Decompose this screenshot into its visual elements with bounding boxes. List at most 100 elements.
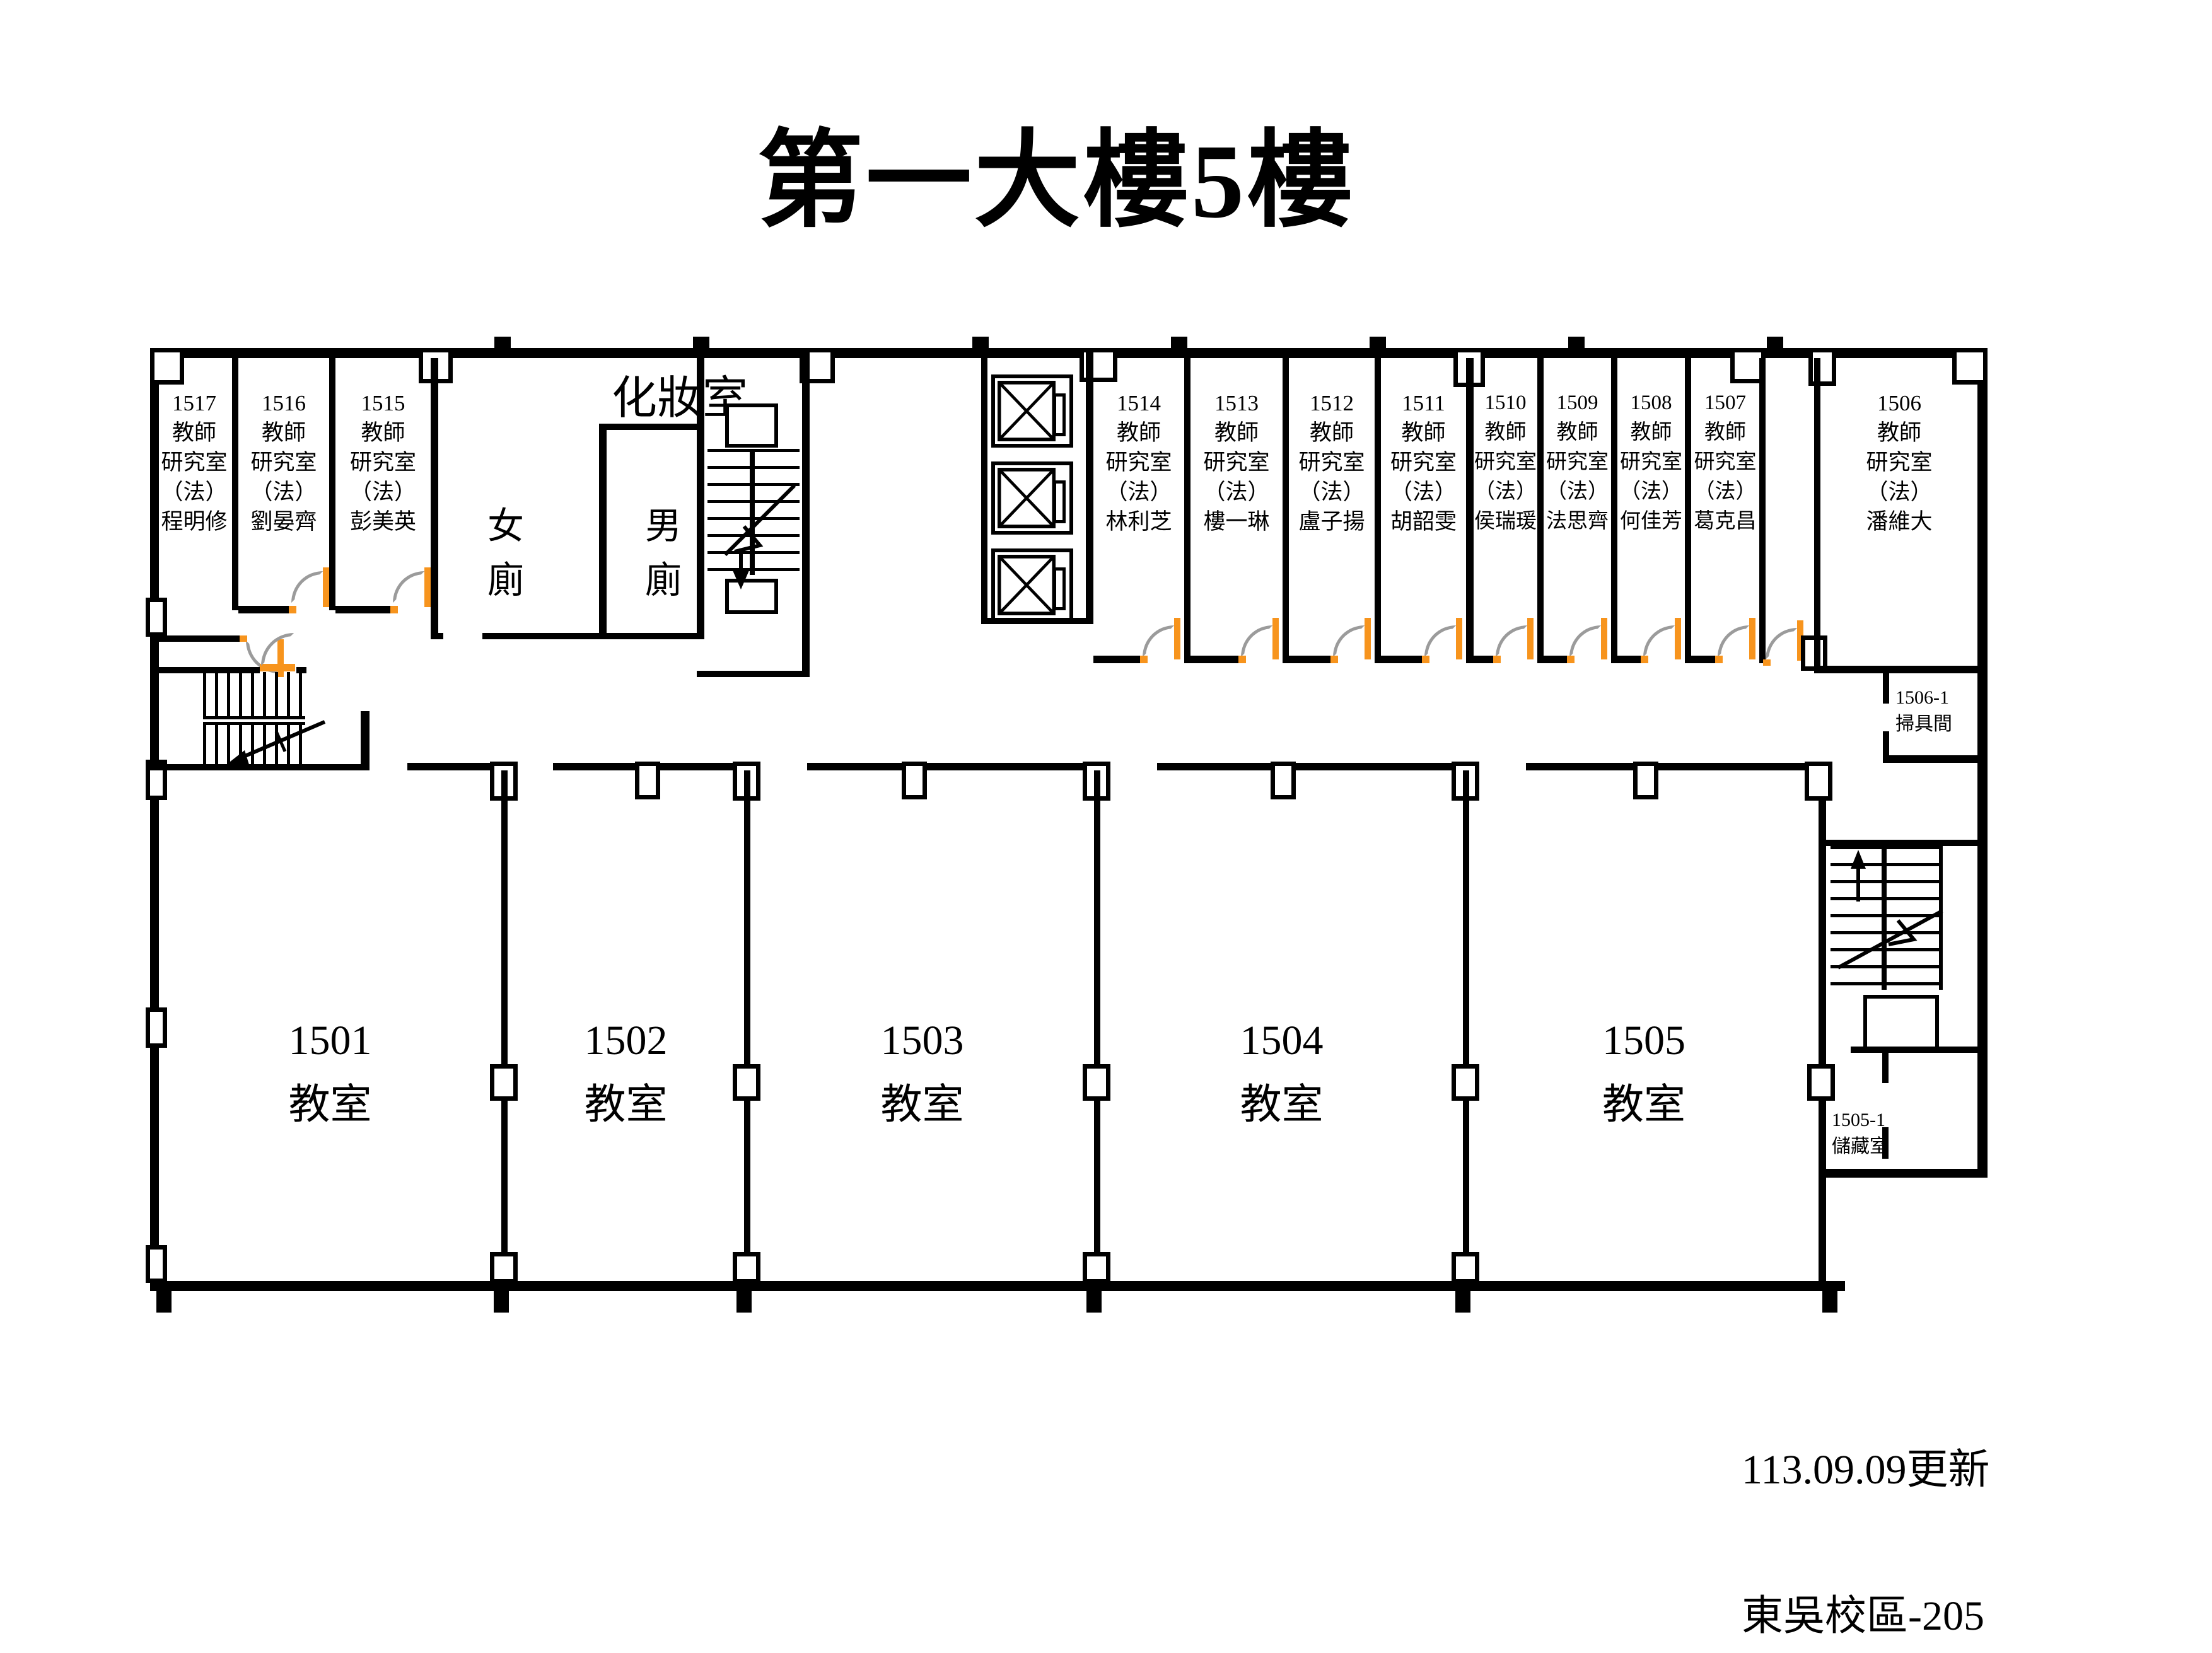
column [733,1064,760,1101]
column [1452,1064,1479,1101]
door-leaf [260,664,295,671]
broom-room-label: 1506-1 掃具間 [1895,687,1952,734]
campus-note: 東吳校區-205 [1742,1593,1984,1639]
wall [150,1281,1845,1291]
elevator-icon [991,461,1073,535]
wall [407,763,490,770]
wall [1381,656,1424,663]
wall [607,424,697,430]
wall [1691,656,1718,663]
wall [1544,656,1569,663]
column [733,1252,760,1284]
stair-treads [203,725,305,764]
wall [150,348,159,1291]
column [1083,1064,1110,1101]
wall [501,770,508,1281]
column [1822,1291,1837,1313]
page-title: 第一大樓5樓 [757,123,1355,240]
wall [150,635,246,642]
door-swing-arc [393,571,424,603]
update-note: 113.09.09更新 東吳校區-205 [1742,1360,1990,1653]
stair-direction-arrow-icon [1837,850,1943,970]
wall [981,358,987,623]
wall [1526,763,1633,770]
makeup-room-label: 化妝室 [611,373,748,424]
wall [1617,656,1643,663]
wall [697,671,810,677]
wall [1658,763,1810,770]
wall [807,763,902,770]
door-jamb [289,606,296,613]
office-1513-label: 1513 教師 研究室 （法） 樓一琳 [1203,391,1270,534]
female-toilet-label: 女 廁 [487,506,524,601]
wall [431,633,443,639]
elevator-icon [991,548,1073,622]
column [146,1007,167,1048]
wall [431,358,438,639]
column [494,337,511,349]
wall [1819,770,1826,1291]
wall [927,763,1083,770]
column [494,1291,509,1313]
door-jamb [1422,656,1429,663]
stair-divider [1939,846,1943,990]
wall [361,711,370,770]
stair-divider [203,716,305,719]
door-leaf [1749,618,1755,659]
wall [1882,1053,1889,1083]
wall [1463,770,1469,1281]
column [490,1064,518,1101]
door-leaf [1527,618,1534,659]
stair-landing [725,579,778,614]
wall [1883,673,1889,704]
wall [1851,1047,1978,1053]
office-1507-label: 1507 教師 研究室 （法） 葛克昌 [1694,392,1757,533]
wall [1759,358,1766,663]
door-leaf [1456,618,1462,659]
wall [1824,1169,1988,1178]
wall [1685,358,1691,663]
column [146,1245,167,1283]
wall [296,667,306,673]
wall [1184,358,1190,663]
door-jamb [240,635,247,642]
wall [1289,656,1333,663]
office-1515-label: 1515 教師 研究室 （法） 彭美英 [349,391,416,534]
door-leaf [1272,618,1279,659]
wall [238,606,295,613]
wall [1883,755,1979,763]
wall [1814,358,1820,673]
door-leaf [424,567,431,607]
door-leaf [1601,618,1607,659]
office-1511-label: 1511 教師 研究室 （法） 胡韶雯 [1390,391,1457,534]
door-jamb [1715,656,1723,663]
door-swing-arc [1718,625,1749,657]
office-1508-label: 1508 教師 研究室 （法） 何佳芳 [1620,392,1682,533]
wall [482,633,704,639]
classroom-1505-label: 1505 教室 [1602,1018,1685,1128]
door-swing-arc [1496,625,1527,657]
elevator-icon [991,374,1073,448]
classroom-1504-label: 1504 教室 [1240,1018,1324,1128]
door-jamb [1567,656,1575,663]
floor-plan: 第一大樓5樓 1517 教師 研究室 （法） 程明修 1516 教師 研究室 （… [146,123,1990,1639]
column [736,1291,752,1313]
wall [1814,666,1979,673]
column [1805,762,1832,801]
door-jamb [1140,656,1148,663]
wall [335,606,397,613]
door-swing-arc [1143,625,1174,657]
door-swing-arc [1333,625,1365,657]
column [1952,348,1988,385]
wall [232,358,238,610]
wall [1474,656,1496,663]
column [902,762,927,799]
column [146,598,167,637]
column [1171,337,1187,349]
wall [150,764,370,770]
door-leaf [1174,618,1180,659]
door-jamb [1763,659,1771,666]
wall [329,358,335,610]
office-1512-label: 1512 教師 研究室 （法） 盧子揚 [1298,391,1365,534]
stair-landing [725,403,778,448]
